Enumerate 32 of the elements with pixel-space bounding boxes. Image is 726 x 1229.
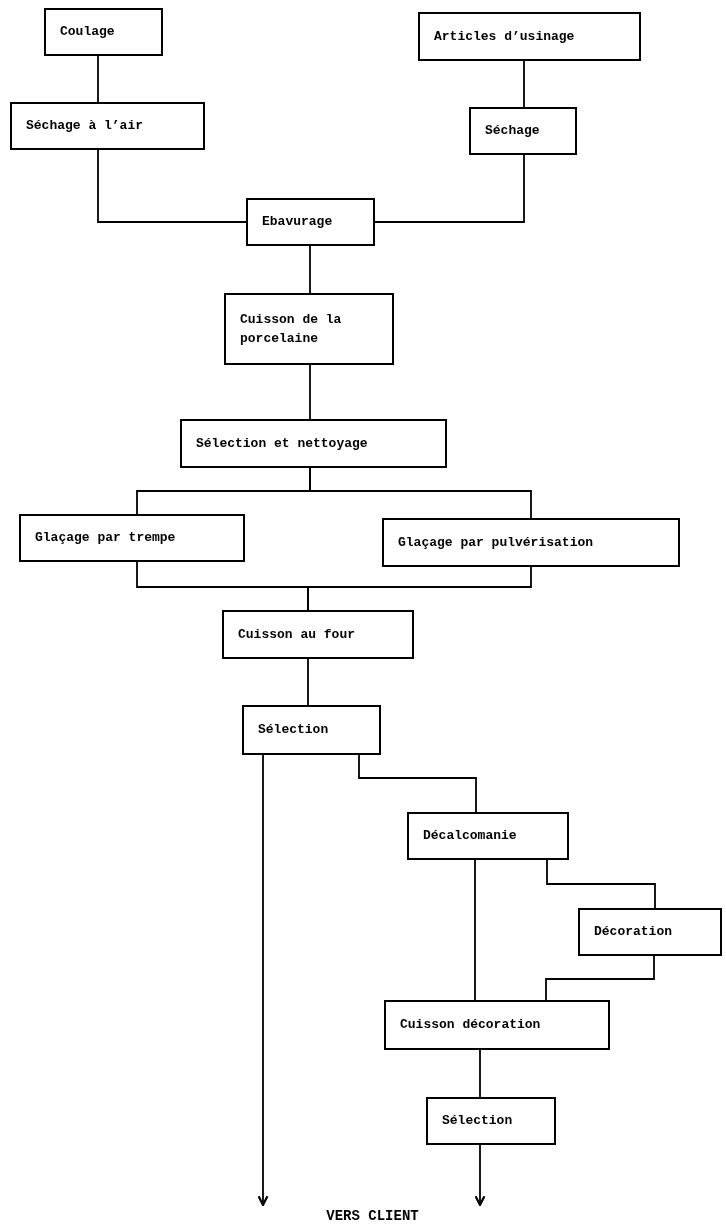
connector-line	[97, 55, 99, 103]
process-box: Coulage	[44, 8, 163, 56]
connector-line	[97, 149, 247, 223]
connector-line	[546, 859, 656, 909]
connector-line	[309, 245, 311, 294]
process-box: Cuisson au four	[222, 610, 414, 659]
connector-line	[474, 859, 476, 1001]
process-box: Sélection	[242, 705, 381, 755]
process-box: Décoration	[578, 908, 722, 956]
process-box: Décalcomanie	[407, 812, 569, 860]
connector-line	[309, 364, 311, 420]
process-box: Cuisson décoration	[384, 1000, 610, 1050]
process-box: Glaçage par pulvérisation	[382, 518, 680, 567]
process-box: Cuisson de la porcelaine	[224, 293, 394, 365]
connector-line	[358, 754, 477, 813]
connector-line	[307, 658, 309, 706]
arrow	[257, 754, 269, 1207]
process-box: Sélection	[426, 1097, 556, 1145]
process-box: Ebavurage	[246, 198, 375, 246]
process-box: Glaçage par trempe	[19, 514, 245, 562]
connector-line	[545, 955, 655, 1001]
destination-label: VERS CLIENT	[250, 1205, 495, 1227]
connector-line	[479, 1049, 481, 1098]
arrow	[474, 1144, 486, 1207]
connector-line	[307, 566, 532, 611]
process-box: Sélection et nettoyage	[180, 419, 447, 468]
connector-line	[309, 467, 532, 519]
process-box: Séchage à l’air	[10, 102, 205, 150]
connector-line	[523, 60, 525, 108]
connector-line	[374, 154, 525, 223]
process-box: Articles d’usinage	[418, 12, 641, 61]
process-box: Séchage	[469, 107, 577, 155]
